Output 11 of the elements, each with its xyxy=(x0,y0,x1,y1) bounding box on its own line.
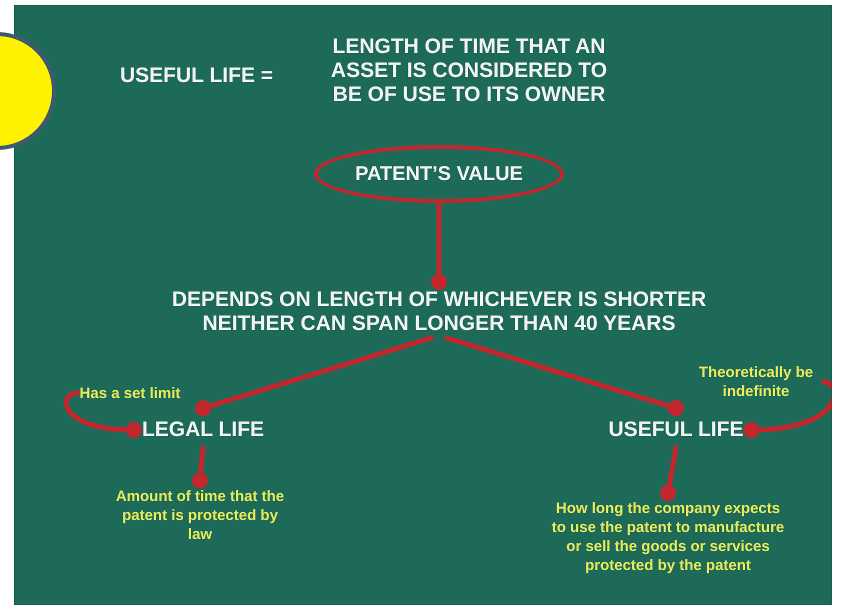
section-title: LEGAL LIFE xyxy=(142,417,264,444)
note-text: Amount of time that the patent is protected by law xyxy=(114,486,286,544)
note-text: Theoretically be indefinite xyxy=(698,363,814,401)
label-text: USEFUL LIFE = xyxy=(120,63,274,89)
heading-text: NEITHER CAN SPAN LONGER THAN 40 YEARS xyxy=(202,312,676,336)
ellipse-node: PATENT’S VALUE xyxy=(314,145,564,203)
heading-text: DEPENDS ON LENGTH OF WHICHEVER IS SHORTER xyxy=(172,288,706,312)
section-title: USEFUL LIFE xyxy=(608,417,744,444)
definition-text: LENGTH OF TIME THAT AN ASSET IS CONSIDERED TO BE OF USE TO ITS OWNER xyxy=(330,35,608,107)
note-text: How long the company expects to use the patent to manufacture or sell the goods or services protected by the patent xyxy=(550,499,786,575)
note-text: Has a set limit xyxy=(80,384,180,402)
